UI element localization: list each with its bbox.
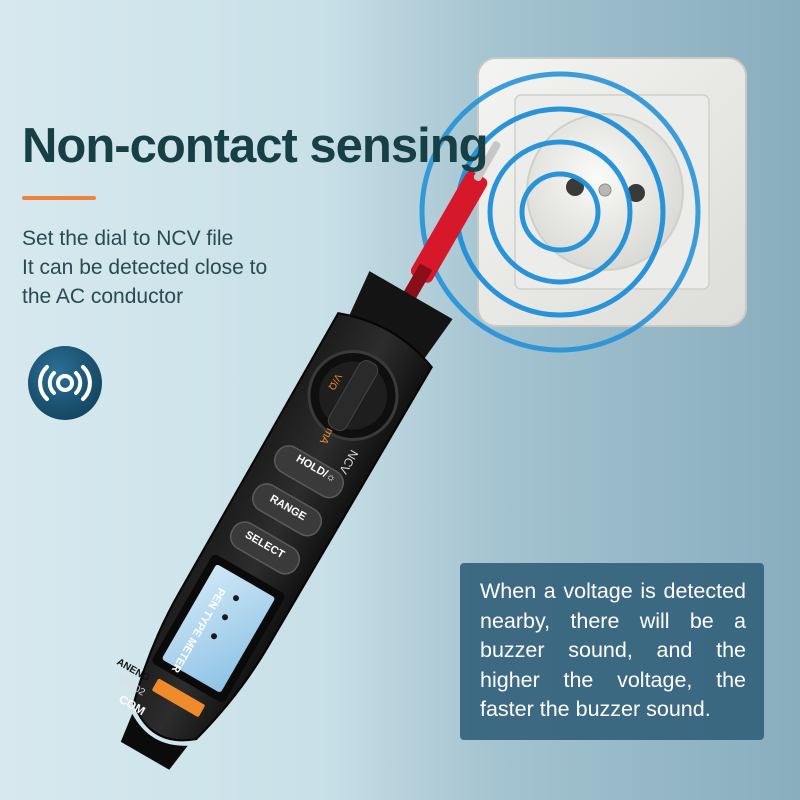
description-line-1: Set the dial to NCV file xyxy=(22,227,234,250)
wall-socket xyxy=(477,57,747,327)
info-callout-text: When a voltage is detected nearby, there… xyxy=(480,579,746,721)
page-title: Non-contact sensing xyxy=(22,119,489,173)
pen-meter xyxy=(120,141,501,770)
accent-bar xyxy=(22,196,96,200)
description: Set the dial to NCV file It can be detec… xyxy=(22,224,267,311)
description-line-2: It can be detected close to xyxy=(22,256,268,279)
description-line-3: the AC conductor xyxy=(22,285,184,308)
info-callout: When a voltage is detected nearby, there… xyxy=(460,563,764,740)
sound-wave-icon xyxy=(28,346,102,420)
